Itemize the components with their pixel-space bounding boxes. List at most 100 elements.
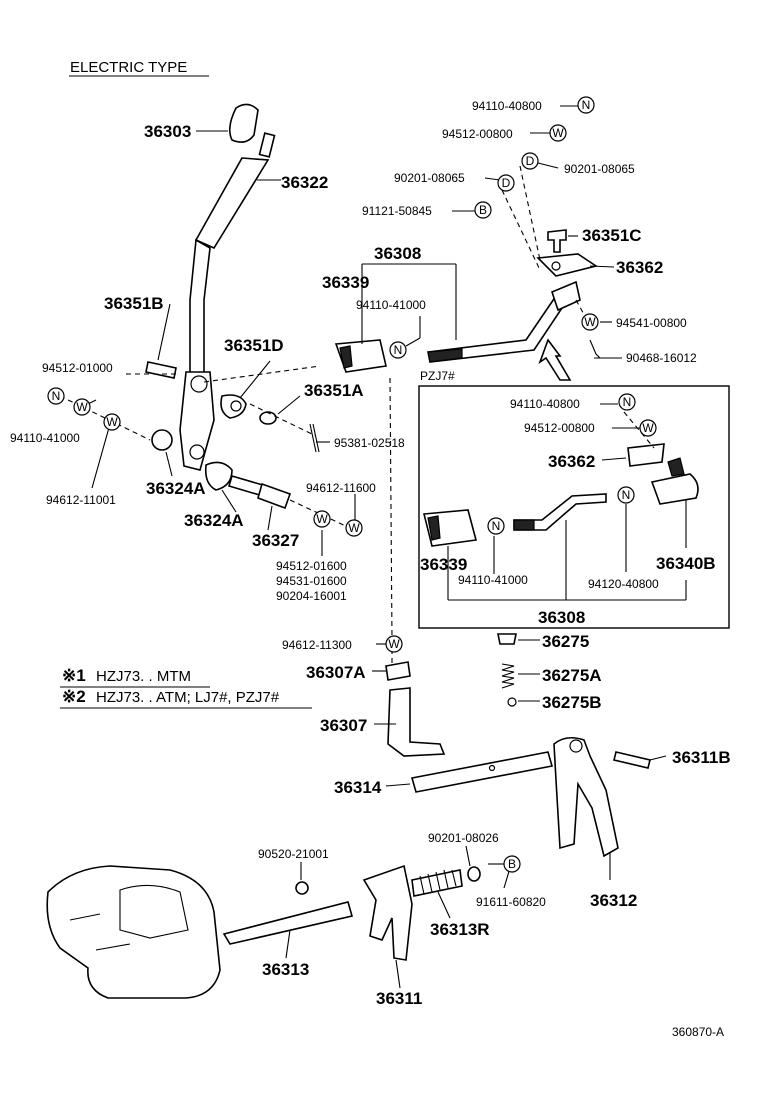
circlip-90520 xyxy=(295,881,309,895)
control-rod-end xyxy=(257,482,292,510)
lever-threaded-end xyxy=(258,132,276,158)
bracket-36362-hole xyxy=(551,261,561,271)
ball-joint-lower xyxy=(204,461,233,491)
part-number-label: 90201-08026 xyxy=(428,831,499,845)
svg-text:D: D xyxy=(526,154,535,168)
part-number-label: 36362 xyxy=(616,258,663,277)
bolt-36351B xyxy=(145,361,177,379)
part-number-label: 36362 xyxy=(548,452,595,471)
lever-pivot xyxy=(190,375,208,393)
nut-symbol: N xyxy=(577,96,595,114)
part-number-label: 36351D xyxy=(224,336,284,355)
nut-symbol: N xyxy=(389,341,407,359)
part-number-label: 36303 xyxy=(144,122,191,141)
lever-rod xyxy=(189,238,211,377)
part-number-label: 36339 xyxy=(322,273,369,292)
part-number-label: 36313 xyxy=(262,960,309,979)
part-number-label: 90201-08065 xyxy=(564,162,635,176)
part-number-label: 36275 xyxy=(542,632,589,651)
plug-36275 xyxy=(497,633,517,645)
svg-text:B: B xyxy=(508,857,516,871)
joint-36340B-stud xyxy=(667,457,685,477)
part-number-label: 94512-00800 xyxy=(524,421,595,435)
note-mark: ※2 xyxy=(62,687,86,706)
part-number-label: 94110-40800 xyxy=(510,397,580,411)
svg-text:B: B xyxy=(479,203,487,217)
part-number-label: 36311 xyxy=(376,989,422,1008)
spring-36275A xyxy=(501,663,515,689)
fork-36311 xyxy=(362,864,413,961)
part-number-label: 36314 xyxy=(334,778,382,797)
spring-36313R xyxy=(411,869,463,897)
washer-symbol: W xyxy=(385,635,403,653)
inset-leaders xyxy=(447,403,687,601)
shaft-36307 xyxy=(387,687,446,757)
rod-lever-end xyxy=(551,280,581,312)
stud-symbol: D xyxy=(521,152,539,170)
washer-symbol: W xyxy=(639,419,657,437)
fork-36312-hole xyxy=(569,739,583,753)
svg-text:N: N xyxy=(52,389,61,403)
bushing-36351A xyxy=(259,411,277,425)
part-number-label: 94512-00800 xyxy=(442,127,513,141)
pin-36351C xyxy=(547,229,567,253)
bushing-inner xyxy=(230,400,242,412)
inset-parts xyxy=(422,443,699,547)
svg-text:W: W xyxy=(316,512,328,526)
part-number-label: 36322 xyxy=(281,173,328,192)
washer-90201-08026 xyxy=(467,866,481,882)
svg-text:W: W xyxy=(348,521,360,535)
figure-code: 360870-A xyxy=(672,1025,724,1039)
svg-text:W: W xyxy=(584,315,596,329)
bolt-symbol: B xyxy=(503,855,521,873)
joint-36340B xyxy=(650,473,699,505)
hardware-symbols: N W D D B N W N W W W W N W N N W B xyxy=(47,96,657,873)
upper-leaders xyxy=(361,105,622,641)
part-number-label: 90204-16001 xyxy=(276,589,347,603)
bracket-36339-inset-shade xyxy=(427,515,441,541)
lever-pivot-lower xyxy=(189,444,205,460)
part-number-label: 94512-01600 xyxy=(276,559,347,573)
washer-symbol: W xyxy=(103,413,121,431)
part-number-label: 94612-11001 xyxy=(46,493,116,507)
rail-36314-hole xyxy=(488,764,496,772)
nut-symbol: N xyxy=(47,387,65,405)
pin-36311B xyxy=(613,751,651,769)
ball-joint-upper xyxy=(151,429,173,451)
clip-36307A xyxy=(385,661,411,681)
svg-text:W: W xyxy=(642,421,654,435)
part-number-label: 91121-50845 xyxy=(362,204,432,218)
svg-text:N: N xyxy=(622,488,631,502)
part-number-label: 90520-21001 xyxy=(258,847,329,861)
svg-text:W: W xyxy=(106,415,118,429)
housing-detail xyxy=(69,884,189,951)
part-number-label: 36351C xyxy=(582,226,642,245)
part-number-label: 36327 xyxy=(252,531,299,550)
shift-lever-assembly xyxy=(145,103,320,510)
svg-text:N: N xyxy=(623,395,632,409)
part-number-label: 36308 xyxy=(538,608,585,627)
part-number-label: 94612-11300 xyxy=(282,638,352,652)
part-number-label: 94531-01600 xyxy=(276,574,347,588)
lever-leaders xyxy=(59,130,356,556)
part-number-label: 36339 xyxy=(420,555,467,574)
part-number-label: 36324A xyxy=(146,479,206,498)
lower-leaders xyxy=(285,639,667,989)
nut-symbol: N xyxy=(618,393,636,411)
bracket-36362-inset xyxy=(627,443,665,467)
lever-boot xyxy=(194,157,270,250)
part-number-label: 91611-60820 xyxy=(476,895,546,909)
part-number-label: 94541-00800 xyxy=(616,316,687,330)
part-number-label: 95381-02518 xyxy=(334,436,405,450)
shaft-36313 xyxy=(222,901,354,945)
part-number-label: 90201-08065 xyxy=(394,171,465,185)
cotter-pin xyxy=(309,423,317,453)
washer-symbol: W xyxy=(345,519,363,537)
view-arrow xyxy=(538,338,572,381)
svg-text:W: W xyxy=(76,400,88,414)
part-number-label: 36340B xyxy=(656,554,716,573)
part-number-label: 94612-11600 xyxy=(306,481,376,495)
upper-linkage xyxy=(334,229,598,381)
svg-text:N: N xyxy=(582,98,591,112)
